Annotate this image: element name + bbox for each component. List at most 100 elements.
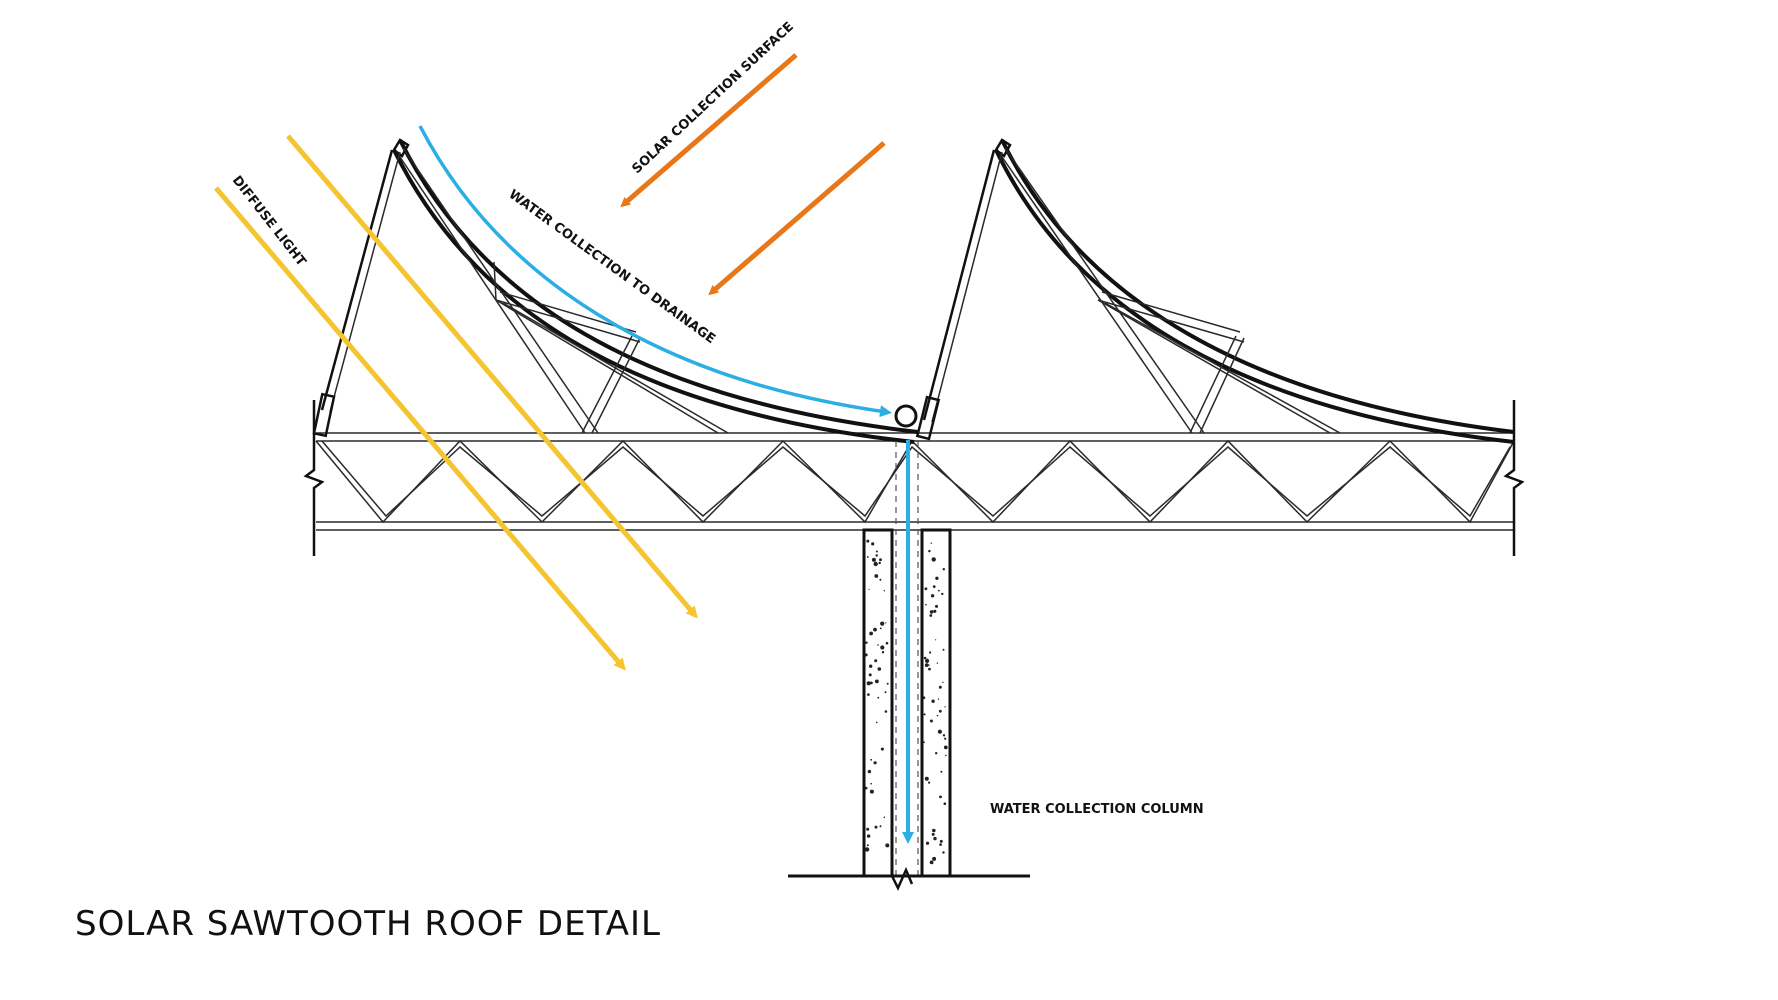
concrete-speckle xyxy=(929,719,933,723)
concrete-speckle xyxy=(864,653,868,657)
concrete-speckle xyxy=(868,673,872,677)
concrete-speckle xyxy=(942,648,945,651)
concrete-speckle xyxy=(879,578,882,581)
concrete-speckle xyxy=(940,770,943,773)
concrete-speckle xyxy=(935,752,938,755)
concrete-speckle xyxy=(871,557,876,562)
concrete-speckle xyxy=(936,662,939,664)
concrete-speckle xyxy=(864,847,870,852)
concrete-speckle xyxy=(931,832,935,836)
concrete-speckle xyxy=(873,561,878,567)
concrete-speckle xyxy=(874,574,879,578)
concrete-speckle xyxy=(870,782,872,785)
concrete-speckle xyxy=(930,594,935,598)
concrete-speckle xyxy=(875,550,878,553)
concrete-speckle xyxy=(931,699,935,703)
concrete-speckle xyxy=(935,576,939,580)
concrete-speckle xyxy=(879,825,882,828)
concrete-speckle xyxy=(924,587,928,591)
concrete-speckle xyxy=(938,589,940,592)
concrete-speckle xyxy=(929,610,934,614)
concrete-speckle xyxy=(939,795,942,799)
label-solar-collection-surface: SOLAR COLLECTION SURFACE xyxy=(629,19,796,176)
concrete-speckle xyxy=(879,558,882,562)
concrete-speckle xyxy=(943,802,947,805)
concrete-speckle xyxy=(925,603,927,606)
label-diffuse-light: DIFFUSE LIGHT xyxy=(229,173,309,269)
concrete-speckle xyxy=(938,685,942,689)
concrete-speckle xyxy=(924,776,929,781)
concrete-speckle xyxy=(878,561,881,565)
gutter-pipe xyxy=(894,404,918,428)
concrete-speckle xyxy=(866,844,869,847)
concrete-speckle xyxy=(942,568,945,571)
concrete-speckle xyxy=(881,651,885,654)
concrete-speckle xyxy=(929,614,933,617)
solar-arrow-2 xyxy=(708,141,886,296)
concrete-speckle xyxy=(943,745,948,750)
concrete-speckle xyxy=(874,659,878,663)
concrete-speckle xyxy=(945,754,947,757)
concrete-speckle xyxy=(944,737,947,740)
diffuse-light-arrow-1 xyxy=(214,186,626,671)
concrete-speckle xyxy=(879,627,882,630)
concrete-speckle xyxy=(931,557,936,562)
concrete-speckle xyxy=(923,713,926,716)
concrete-speckle xyxy=(874,680,877,683)
concrete-speckle xyxy=(873,761,877,765)
concrete-speckle xyxy=(883,590,885,592)
diagram-title: SOLAR SAWTOOTH ROOF DETAIL xyxy=(75,904,661,944)
concrete-speckle xyxy=(941,592,944,596)
roof-tooth-left xyxy=(312,138,919,444)
concrete-speckle xyxy=(885,622,887,624)
concrete-speckle xyxy=(868,588,870,590)
concrete-speckle xyxy=(874,825,878,829)
concrete-speckle xyxy=(932,828,936,833)
concrete-speckle xyxy=(875,554,878,557)
right-break-line xyxy=(1503,400,1525,556)
concrete-speckle xyxy=(936,714,939,717)
concrete-speckle xyxy=(866,539,870,543)
concrete-speckle xyxy=(877,644,879,646)
concrete-speckle xyxy=(866,827,870,831)
concrete-speckle xyxy=(870,758,873,761)
concrete-speckle xyxy=(880,621,885,626)
concrete-speckle xyxy=(930,542,932,544)
concrete-speckle xyxy=(922,696,926,699)
concrete-speckle xyxy=(937,698,940,700)
concrete-speckle xyxy=(866,834,871,838)
concrete-speckle xyxy=(873,627,877,632)
concrete-speckle xyxy=(929,651,932,654)
concrete-speckle xyxy=(932,585,936,588)
water-drainage-arrow xyxy=(418,125,892,418)
concrete-speckle xyxy=(866,681,871,686)
concrete-speckle xyxy=(924,663,929,667)
concrete-speckle xyxy=(880,747,883,750)
concrete-speckle xyxy=(942,734,946,737)
concrete-speckle xyxy=(929,860,934,865)
concrete-speckle xyxy=(871,542,875,546)
concrete-speckle xyxy=(928,549,931,553)
concrete-speckle xyxy=(886,682,889,685)
concrete-speckle xyxy=(866,556,869,558)
concrete-speckle xyxy=(885,843,890,848)
concrete-speckle xyxy=(928,781,931,784)
concrete-speckle xyxy=(877,696,880,699)
concrete-speckle xyxy=(869,789,874,794)
concrete-speckle xyxy=(933,609,937,613)
concrete-column xyxy=(788,441,1030,891)
concrete-speckle xyxy=(944,706,946,708)
concrete-speckle xyxy=(939,843,942,846)
concrete-speckle xyxy=(923,656,927,660)
concrete-speckle xyxy=(942,681,944,683)
concrete-speckle xyxy=(935,639,937,641)
left-break-line xyxy=(303,400,325,556)
concrete-speckle xyxy=(884,691,887,694)
concrete-speckle xyxy=(925,658,930,664)
concrete-speckle xyxy=(869,631,873,636)
roof-tooth-right xyxy=(915,138,1515,444)
concrete-speckle xyxy=(925,841,930,845)
concrete-speckle xyxy=(933,836,937,841)
concrete-speckle xyxy=(869,664,873,668)
